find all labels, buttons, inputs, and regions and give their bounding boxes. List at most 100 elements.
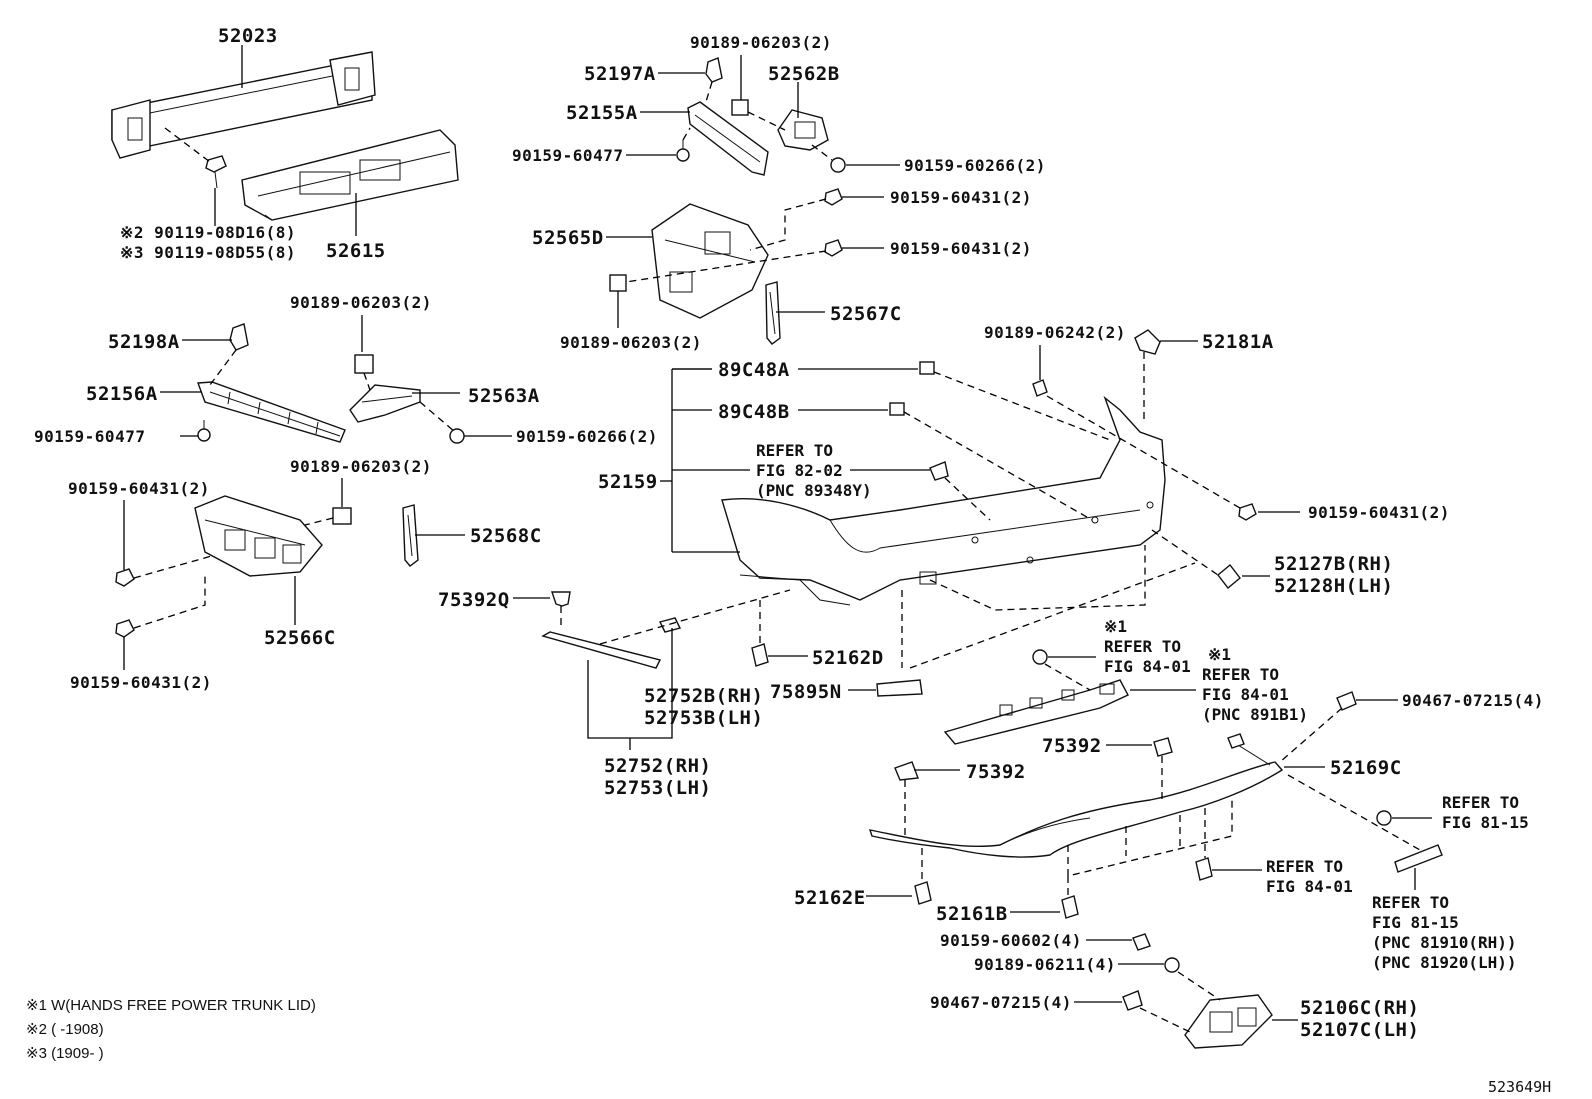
clip-90189-06242-drawing <box>1032 379 1048 397</box>
label-52566c: 52566C <box>264 627 336 649</box>
clip-90189-06203-bottom-drawing <box>609 274 627 292</box>
cover-52127b-drawing <box>1217 563 1241 590</box>
refer-note-line: REFER TO <box>1372 893 1449 912</box>
label-90119-08d16: ※2 90119-08D16(8) <box>120 223 296 242</box>
label-52156a: 52156A <box>86 383 158 405</box>
label-52753b: 52753B(LH) <box>644 707 763 729</box>
refer-note-line: REFER TO <box>1202 665 1279 684</box>
bolt-90159-60431-top2-drawing <box>824 239 843 257</box>
refer-note-fig82-02: REFER TO FIG 82-02 (PNC 89348Y) <box>756 441 872 500</box>
label-90467-07215-bottom: 90467-07215(4) <box>930 993 1072 1012</box>
label-52162d: 52162D <box>812 647 884 669</box>
label-90159-60266-top: 90159-60266(2) <box>904 156 1046 175</box>
clip-52161b-drawing <box>1061 895 1079 919</box>
refer-note-line: (PNC 81910(RH)) <box>1372 933 1517 952</box>
refer-note-fig81-15-b: REFER TO FIG 81-15 (PNC 81910(RH)) (PNC … <box>1372 893 1517 972</box>
label-75392q: 75392Q <box>438 589 510 611</box>
footnote-1: ※1 W(HANDS FREE POWER TRUNK LID) <box>26 997 316 1014</box>
label-52128h: 52128H(LH) <box>1274 575 1393 597</box>
clip-fig84-01-drawing <box>1195 857 1213 881</box>
label-52197a: 52197A <box>584 63 656 85</box>
reinforcement-beam-52023-drawing <box>111 51 376 159</box>
label-52107c: 52107C(LH) <box>1300 1019 1419 1041</box>
refer-note-line: FIG 81-15 <box>1442 813 1529 832</box>
label-52181a: 52181A <box>1202 331 1274 353</box>
refer-note-fig84-01-a: ※1 REFER TO FIG 84-01 <box>1104 617 1191 676</box>
refer-note-line: REFER TO <box>1442 793 1519 812</box>
diffuser-52169c-drawing <box>868 733 1284 858</box>
label-75392-b: 75392 <box>1042 735 1102 757</box>
footnote-3: ※3 (1909- ) <box>26 1045 104 1062</box>
screw-90159-60602-drawing <box>1132 933 1151 951</box>
refer-note-line: REFER TO <box>1104 637 1181 656</box>
refer-note-line: FIG 81-15 <box>1372 913 1459 932</box>
label-90159-60266-left: 90159-60266(2) <box>516 427 658 446</box>
screw-90159-60477-top-drawing <box>676 140 690 162</box>
clip-75392-b-drawing <box>1153 737 1173 757</box>
label-52155a: 52155A <box>566 102 638 124</box>
clip-52197a-drawing <box>705 57 723 83</box>
label-52565d: 52565D <box>532 227 604 249</box>
refer-note-fig81-15-a: REFER TO FIG 81-15 <box>1442 793 1529 832</box>
label-90159-60431-left1: 90159-60431(2) <box>68 479 210 498</box>
bolt-90159-60431-left1-drawing <box>115 568 135 587</box>
label-90189-06203-bottom: 90189-06203(2) <box>560 333 702 352</box>
clip-90189-06203-left2-drawing <box>332 507 352 525</box>
moulding-52752-drawing <box>541 631 662 669</box>
label-90159-60477-left: 90159-60477 <box>34 427 145 446</box>
label-90159-60431-top2: 90159-60431(2) <box>890 239 1032 258</box>
label-52162e: 52162E <box>794 887 866 909</box>
label-52568c: 52568C <box>470 525 542 547</box>
refer-note-line: FIG 84-01 <box>1104 657 1191 676</box>
screw-90159-60266-left-drawing <box>449 428 465 444</box>
refer-note-line: (PNC 891B1) <box>1202 705 1308 724</box>
refer-note-line: FIG 84-01 <box>1202 685 1289 704</box>
label-90189-06203-left2: 90189-06203(2) <box>290 457 432 476</box>
reflector-52568c-drawing <box>402 504 419 567</box>
bracket-52566c-drawing <box>194 495 323 577</box>
clip-75392q-drawing <box>551 591 571 607</box>
refer-note-line: REFER TO <box>756 441 833 460</box>
nut-90189-06203-top-drawing <box>731 99 749 116</box>
clip-75392-a-drawing <box>894 761 919 781</box>
clip-fig81-15-drawing <box>1376 810 1392 826</box>
label-52169c: 52169C <box>1330 757 1402 779</box>
label-90159-60602: 90159-60602(4) <box>940 931 1082 950</box>
label-52753: 52753(LH) <box>604 777 711 799</box>
retainer-52155a-drawing <box>687 101 769 176</box>
retainer-52156a-drawing <box>197 381 346 443</box>
sensor-bracket-fig82-drawing <box>929 461 949 481</box>
label-90159-60431-right: 90159-60431(2) <box>1308 503 1450 522</box>
label-52159: 52159 <box>598 471 658 493</box>
refer-note-fig84-01-c: REFER TO FIG 84-01 <box>1266 857 1353 896</box>
bolt-90159-60431-top1-drawing <box>824 188 843 206</box>
clip-52162e-drawing <box>914 881 932 905</box>
label-52106c: 52106C(RH) <box>1300 997 1419 1019</box>
refer-note-line: FIG 84-01 <box>1266 877 1353 896</box>
reflector-fig81-15-drawing <box>1394 844 1443 873</box>
refer-note-line: (PNC 89348Y) <box>756 481 872 500</box>
clip-89c48b-drawing <box>889 402 905 416</box>
label-52752: 52752(RH) <box>604 755 711 777</box>
refer-note-line: FIG 82-02 <box>756 461 843 480</box>
clip-52752b-drawing <box>658 617 682 633</box>
label-52752b: 52752B(RH) <box>644 685 763 707</box>
clip-52162d-drawing <box>751 643 769 667</box>
label-52615: 52615 <box>326 240 386 262</box>
reflector-52567c-drawing <box>765 281 781 345</box>
refer-note-line: (PNC 81920(LH)) <box>1372 953 1517 972</box>
bracket-52562b-drawing <box>777 109 829 151</box>
clip-52198a-drawing <box>229 323 249 351</box>
label-90159-60431-top1: 90159-60431(2) <box>890 188 1032 207</box>
label-52161b: 52161B <box>936 903 1008 925</box>
plug-52181a-drawing <box>1134 329 1161 355</box>
clip-90467-07215-right-drawing <box>1336 691 1357 711</box>
bolt-90159-60431-right-drawing <box>1238 503 1257 521</box>
label-75895n: 75895N <box>770 681 842 703</box>
label-90159-60477-top: 90159-60477 <box>512 146 623 165</box>
label-90189-06203-top: 90189-06203(2) <box>690 33 832 52</box>
leader-lines <box>123 45 1432 1033</box>
refer-note-line: REFER TO <box>1266 857 1343 876</box>
label-90119-08d55: ※3 90119-08D55(8) <box>120 243 296 262</box>
